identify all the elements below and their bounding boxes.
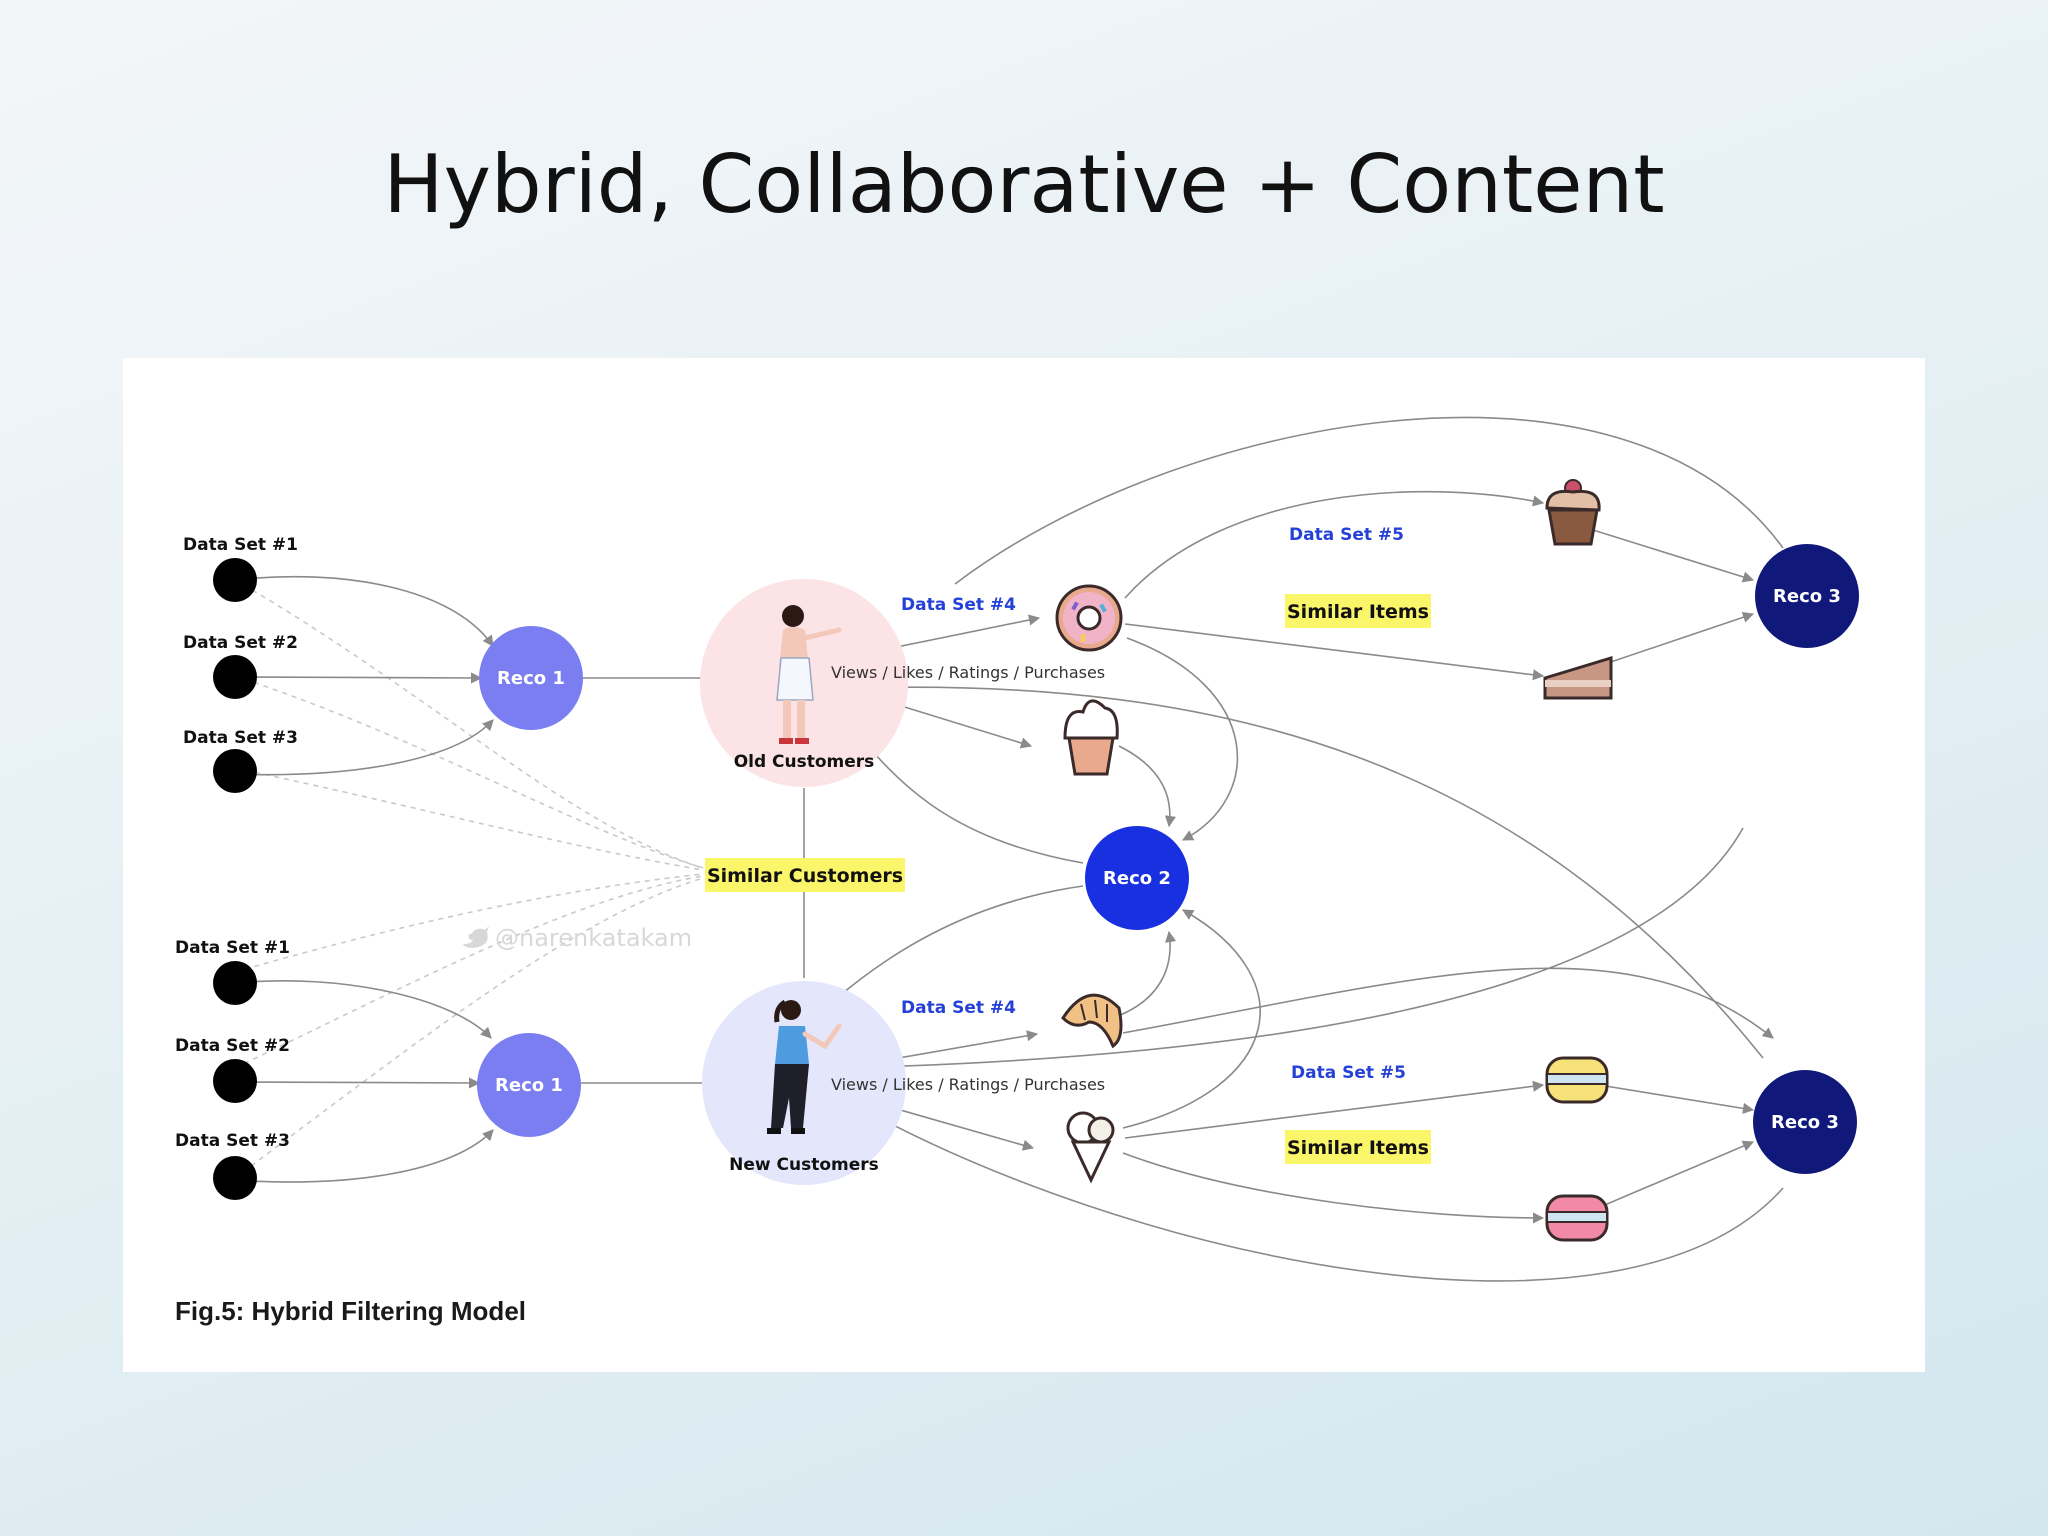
similar-customers-label: Similar Customers	[707, 865, 903, 887]
new-customers-label: New Customers	[729, 1155, 879, 1175]
bottom-datasets: Data Set #1 Data Set #2 Data Set #3	[175, 938, 290, 1200]
data-set-3-label: Data Set #3	[175, 1131, 290, 1151]
reco3-top-label: Reco 3	[1773, 586, 1841, 607]
reco1-top-label: Reco 1	[497, 668, 565, 689]
reco3-top-node: Reco 3	[1755, 544, 1859, 648]
reco2-label: Reco 2	[1103, 868, 1171, 889]
yellow-macaron-icon	[1545, 1056, 1609, 1104]
data-set-1-label: Data Set #1	[175, 938, 290, 958]
muffin-icon	[1545, 479, 1601, 546]
top-similar-items-label: Similar Items	[1287, 601, 1429, 623]
edges	[234, 416, 1784, 1282]
data-set-1-label: Data Set #1	[183, 535, 298, 555]
reco1-bottom-label: Reco 1	[495, 1075, 563, 1096]
data-set-3-node	[213, 1156, 257, 1200]
figure-caption: Fig.5: Hybrid Filtering Model	[175, 1296, 526, 1326]
data-set-2-node	[213, 1059, 257, 1103]
bird-icon	[463, 926, 489, 948]
data-set-2-label: Data Set #2	[183, 633, 298, 653]
old-customer-person-icon	[776, 605, 842, 744]
top-similar-items-highlight: Similar Items	[1285, 594, 1431, 628]
hybrid-filtering-diagram: Data Set #1 Data Set #2 Data Set #3 Data…	[175, 416, 1859, 1326]
slide-title: Hybrid, Collaborative + Content	[383, 138, 1665, 231]
data-set-3-label: Data Set #3	[183, 728, 298, 748]
croissant-icon	[1061, 993, 1123, 1049]
top-datasets: Data Set #1 Data Set #2 Data Set #3	[183, 535, 298, 793]
bottom-data-set-5-label: Data Set #5	[1291, 1063, 1406, 1083]
data-set-2-node	[213, 655, 257, 699]
reco1-bottom-node: Reco 1	[477, 1033, 581, 1137]
ice-cream-cone-icon	[1066, 1111, 1115, 1184]
reco3-bottom-node: Reco 3	[1753, 1070, 1857, 1174]
cupcake-icon	[1063, 699, 1119, 776]
dashed-links	[234, 579, 704, 1179]
bottom-similar-items-highlight: Similar Items	[1285, 1130, 1431, 1164]
data-set-2-label: Data Set #2	[175, 1036, 290, 1056]
pink-macaron-icon	[1545, 1194, 1609, 1242]
data-set-1-node	[213, 961, 257, 1005]
reco1-top-node: Reco 1	[479, 626, 583, 730]
similar-customers-highlight: Similar Customers	[705, 858, 905, 892]
top-data-set-4-label: Data Set #4	[901, 595, 1016, 615]
cake-slice-icon	[1543, 655, 1613, 700]
watermark-text: @narenkatakam	[495, 924, 692, 952]
donut-icon	[1055, 584, 1123, 652]
data-set-1-node	[213, 558, 257, 602]
new-interaction-label: Views / Likes / Ratings / Purchases	[831, 1075, 1105, 1094]
reco3-bottom-label: Reco 3	[1771, 1112, 1839, 1133]
watermark: @narenkatakam	[463, 924, 692, 952]
bottom-data-set-4-label: Data Set #4	[901, 998, 1016, 1018]
top-data-set-5-label: Data Set #5	[1289, 525, 1404, 545]
figure-panel: Data Set #1 Data Set #2 Data Set #3 Data…	[123, 358, 1925, 1372]
new-customer-person-icon	[767, 999, 842, 1134]
data-set-3-node	[213, 749, 257, 793]
bottom-similar-items-label: Similar Items	[1287, 1137, 1429, 1159]
old-interaction-label: Views / Likes / Ratings / Purchases	[831, 663, 1105, 682]
old-customers-label: Old Customers	[734, 752, 875, 772]
reco2-node: Reco 2	[1085, 826, 1189, 930]
